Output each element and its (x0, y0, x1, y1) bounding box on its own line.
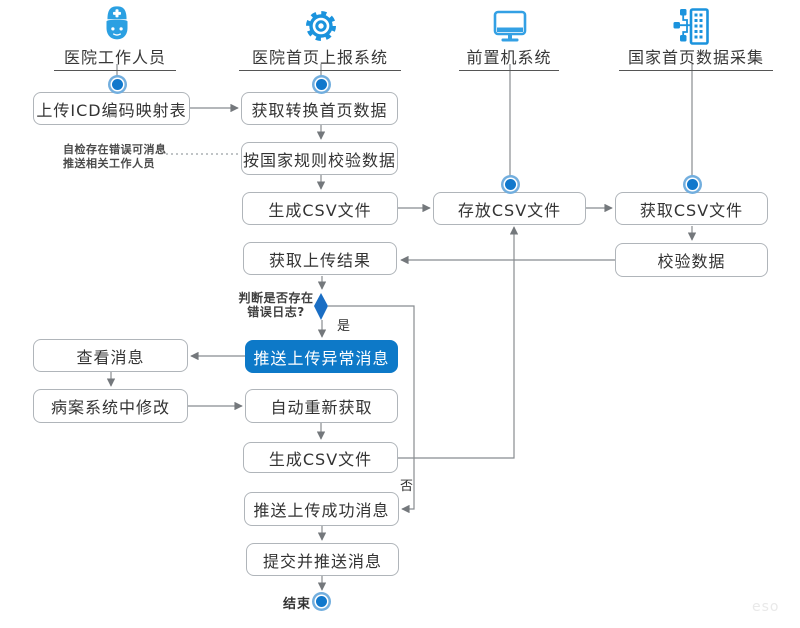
node-upload-icd: 上传ICD编码映射表 (33, 92, 190, 125)
node-fetch-upload-result: 获取上传结果 (243, 242, 397, 275)
node-generate-csv-1: 生成CSV文件 (242, 192, 398, 225)
node-fetch-csv: 获取CSV文件 (615, 192, 768, 225)
start-node-circle (686, 178, 698, 190)
node-auto-refetch: 自动重新获取 (245, 389, 398, 423)
nurse-icon (97, 4, 137, 50)
gear-icon (303, 8, 339, 48)
node-generate-csv-2: 生成CSV文件 (243, 442, 398, 473)
start-node-circle (315, 78, 327, 90)
monitor-icon (492, 10, 528, 48)
lane-title-national-collect: 国家首页数据采集 (619, 44, 773, 71)
watermark: eso (752, 599, 780, 615)
node-fetch-convert: 获取转换首页数据 (241, 92, 398, 125)
node-push-success-message: 推送上传成功消息 (244, 492, 399, 526)
lane-title-hospital-staff: 医院工作人员 (54, 44, 176, 71)
start-node-circle (504, 178, 516, 190)
end-node-circle (315, 595, 327, 607)
node-store-csv: 存放CSV文件 (433, 192, 586, 225)
yes-label: 是 (337, 319, 351, 334)
side-note-line1: 自检存在错误可消息 (63, 143, 167, 156)
end-label: 结束 (283, 597, 312, 612)
node-submit-and-push: 提交并推送消息 (246, 543, 399, 576)
lane-title-report-system: 医院首页上报系统 (239, 44, 401, 71)
node-verify-data: 校验数据 (615, 243, 768, 277)
node-validate-rules: 按国家规则校验数据 (241, 142, 398, 175)
decision-diamond (314, 293, 328, 320)
node-view-message: 查看消息 (33, 339, 188, 372)
decision-label-line1: 判断是否存在 (238, 291, 314, 305)
start-node-circle (111, 78, 123, 90)
side-note-line2: 推送相关工作人员 (63, 157, 155, 170)
no-label: 否 (400, 479, 414, 494)
side-note: 自检存在错误可消息 推送相关工作人员 (63, 143, 167, 171)
node-fix-in-record-system: 病案系统中修改 (33, 389, 188, 423)
decision-label: 判断是否存在 错误日志? (236, 291, 316, 319)
decision-label-line2: 错误日志? (247, 305, 305, 319)
node-push-error-message: 推送上传异常消息 (245, 340, 398, 373)
edges (106, 64, 697, 591)
lane-title-front-machine: 前置机系统 (459, 44, 559, 71)
building-data-icon (673, 7, 711, 51)
